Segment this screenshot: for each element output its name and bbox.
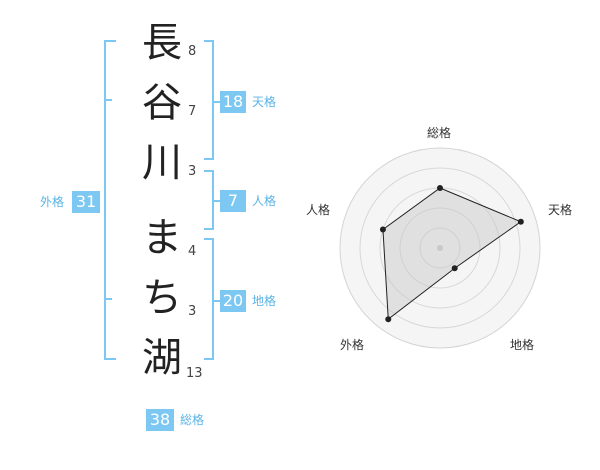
name-char-4: ま xyxy=(142,215,182,261)
radar-polygon xyxy=(382,187,522,321)
radar-ring xyxy=(399,207,481,289)
stroke-count-5: 3 xyxy=(188,304,197,319)
stroke-count-1: 8 xyxy=(188,44,197,59)
radar-label-tenkaku: 天格 xyxy=(548,203,573,217)
name-char-5: ち xyxy=(142,275,182,321)
radar-label-chikaku: 地格 xyxy=(510,338,535,352)
radar-point-2 xyxy=(517,218,524,225)
name-char-2: 谷 xyxy=(142,80,182,126)
stroke-count-3: 3 xyxy=(188,164,197,179)
radar-label-jinkaku: 人格 xyxy=(306,203,331,217)
jinkaku-label: 人格 xyxy=(252,194,277,208)
gaikaku-label: 外格 xyxy=(40,195,65,209)
radar-label-soukaku: 総格 xyxy=(427,126,452,140)
name-char-1: 長 xyxy=(142,20,182,66)
soukaku-label: 総格 xyxy=(180,413,205,427)
radar-label-gaikaku: 外格 xyxy=(340,338,365,352)
radar-point-3 xyxy=(451,265,458,272)
radar-ring xyxy=(419,227,461,269)
stroke-count-6: 13 xyxy=(186,366,203,381)
radar-ring xyxy=(359,167,521,329)
chikaku-label: 地格 xyxy=(252,294,277,308)
jinkaku-score: 7 xyxy=(220,190,246,212)
gaikaku-score: 31 xyxy=(72,191,100,213)
chikaku-score: 20 xyxy=(220,290,246,312)
soukaku-score: 38 xyxy=(146,409,174,431)
stroke-count-2: 7 xyxy=(188,104,197,119)
tenkaku-score: 18 xyxy=(220,91,246,113)
stroke-count-4: 4 xyxy=(188,244,197,259)
radar-center xyxy=(437,245,443,251)
tenkaku-label: 天格 xyxy=(252,95,277,109)
name-char-6: 湖 xyxy=(142,335,182,381)
radar-point-4 xyxy=(385,316,392,323)
name-char-3: 川 xyxy=(142,140,182,186)
radar-point-1 xyxy=(437,185,443,191)
radar-point-5 xyxy=(379,226,386,233)
